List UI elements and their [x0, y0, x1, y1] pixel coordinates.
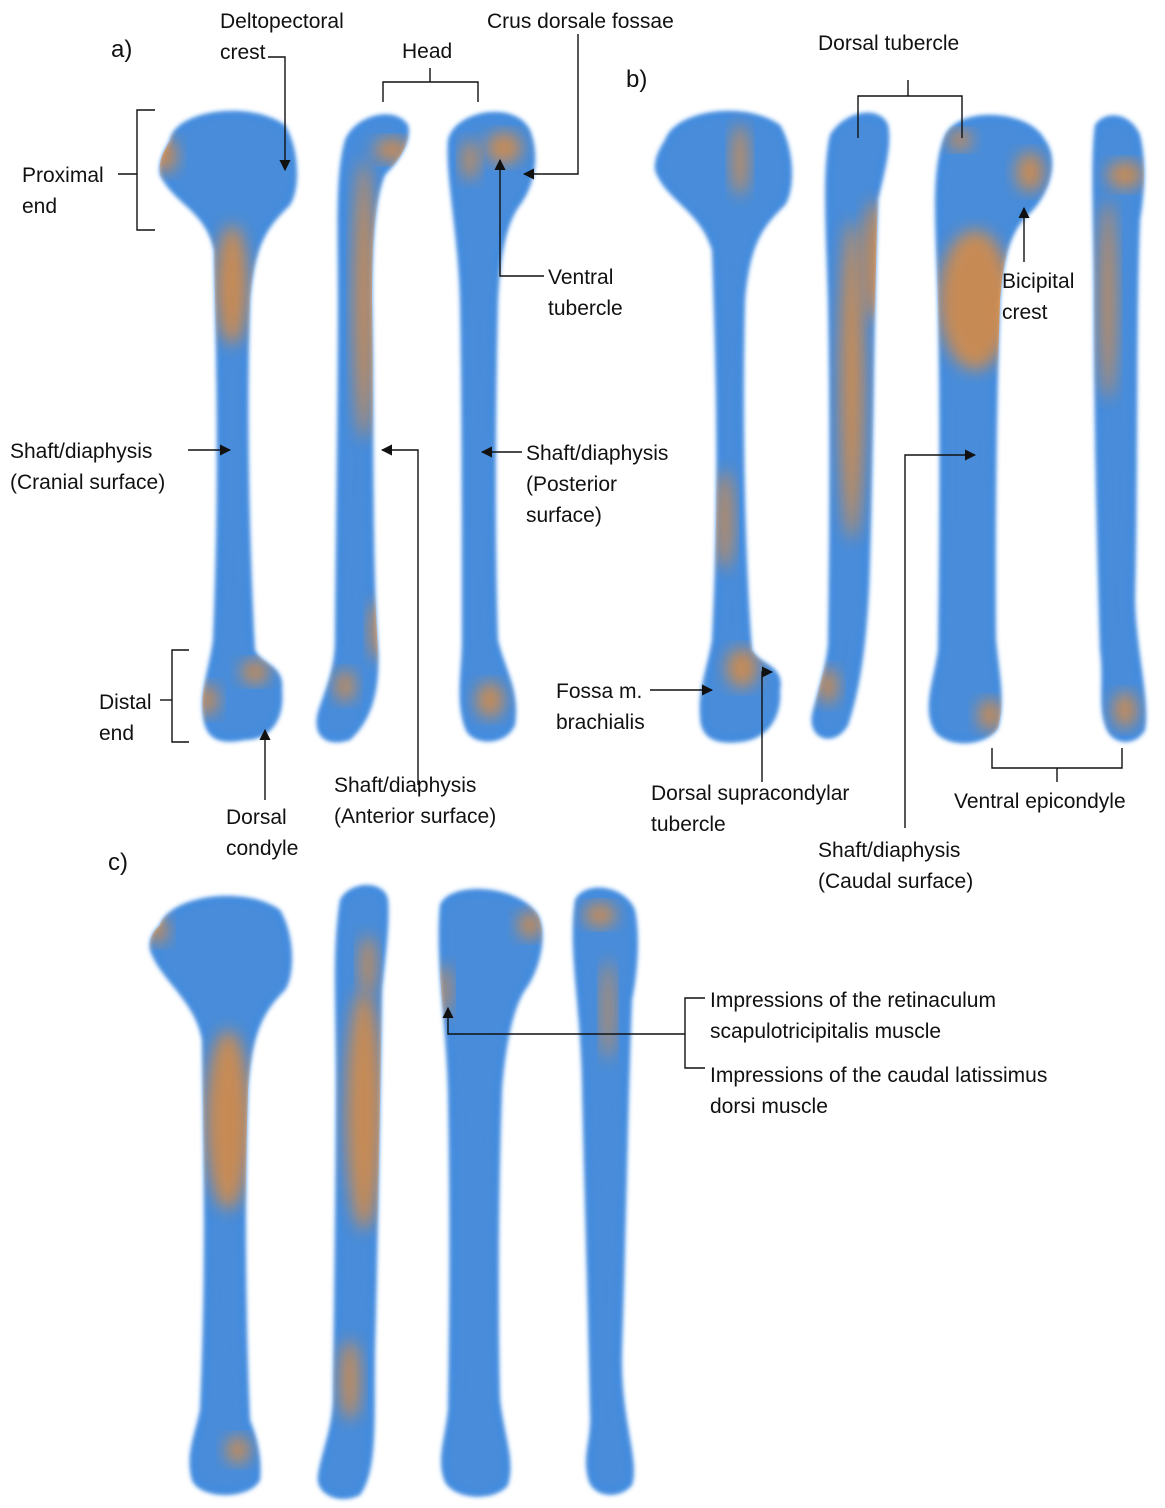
label-bicipital-crest: Bicipital crest: [1002, 266, 1074, 328]
leader-line: [685, 998, 705, 1068]
label-ventral-epicondyle: Ventral epicondyle: [954, 786, 1126, 817]
label-dorsal-tubercle: Dorsal tubercle: [818, 28, 959, 59]
label-ventral-tubercle: Ventral tubercle: [548, 262, 623, 324]
label-fossa-brachialis: Fossa m. brachialis: [556, 676, 645, 738]
view-c4-bone: [573, 888, 638, 1495]
leader-line: [992, 748, 1122, 768]
leader-line: [172, 650, 189, 742]
label-crus-dorsale-fossae: Crus dorsale fossae: [487, 6, 674, 37]
ventral-view-b-bone: [1092, 115, 1146, 742]
label-deltopectoral-crest: Deltopectoral crest: [220, 6, 344, 68]
view-c1-bone: [148, 896, 292, 1495]
label-retinaculum-impressions: Impressions of the retinaculum scapulotr…: [710, 985, 996, 1047]
label-dorsal-supracondylar: Dorsal supracondylar tubercle: [651, 778, 849, 840]
label-distal-end: Distal end: [99, 687, 152, 749]
cranial-view-a-bone: [153, 111, 297, 742]
view-c2-bone: [318, 885, 389, 1499]
leader-line: [383, 82, 478, 102]
panel-label-a: a): [111, 35, 132, 65]
label-proximal-end: Proximal end: [22, 160, 104, 222]
panel-label-b: b): [626, 65, 647, 95]
label-shaft-posterior: Shaft/diaphysis (Posterior surface): [526, 438, 668, 531]
label-head: Head: [402, 36, 452, 67]
leader-line: [382, 450, 418, 785]
panel-label-c: c): [108, 848, 128, 878]
dorsal-view-b-bone: [655, 111, 792, 743]
label-latissimus-impressions: Impressions of the caudal latissimus dor…: [710, 1060, 1047, 1122]
anterior-view-a-bone: [317, 114, 410, 742]
view-c3-bone: [439, 889, 543, 1497]
label-shaft-cranial: Shaft/diaphysis (Cranial surface): [10, 436, 165, 498]
label-dorsal-condyle: Dorsal condyle: [226, 802, 298, 864]
label-shaft-anterior: Shaft/diaphysis (Anterior surface): [334, 770, 496, 832]
label-shaft-caudal: Shaft/diaphysis (Caudal surface): [818, 835, 973, 897]
lateral-view-b-bone: [812, 113, 890, 739]
leader-line: [137, 110, 155, 230]
caudal-view-b-bone: [929, 115, 1052, 743]
posterior-view-a-bone: [448, 112, 536, 742]
